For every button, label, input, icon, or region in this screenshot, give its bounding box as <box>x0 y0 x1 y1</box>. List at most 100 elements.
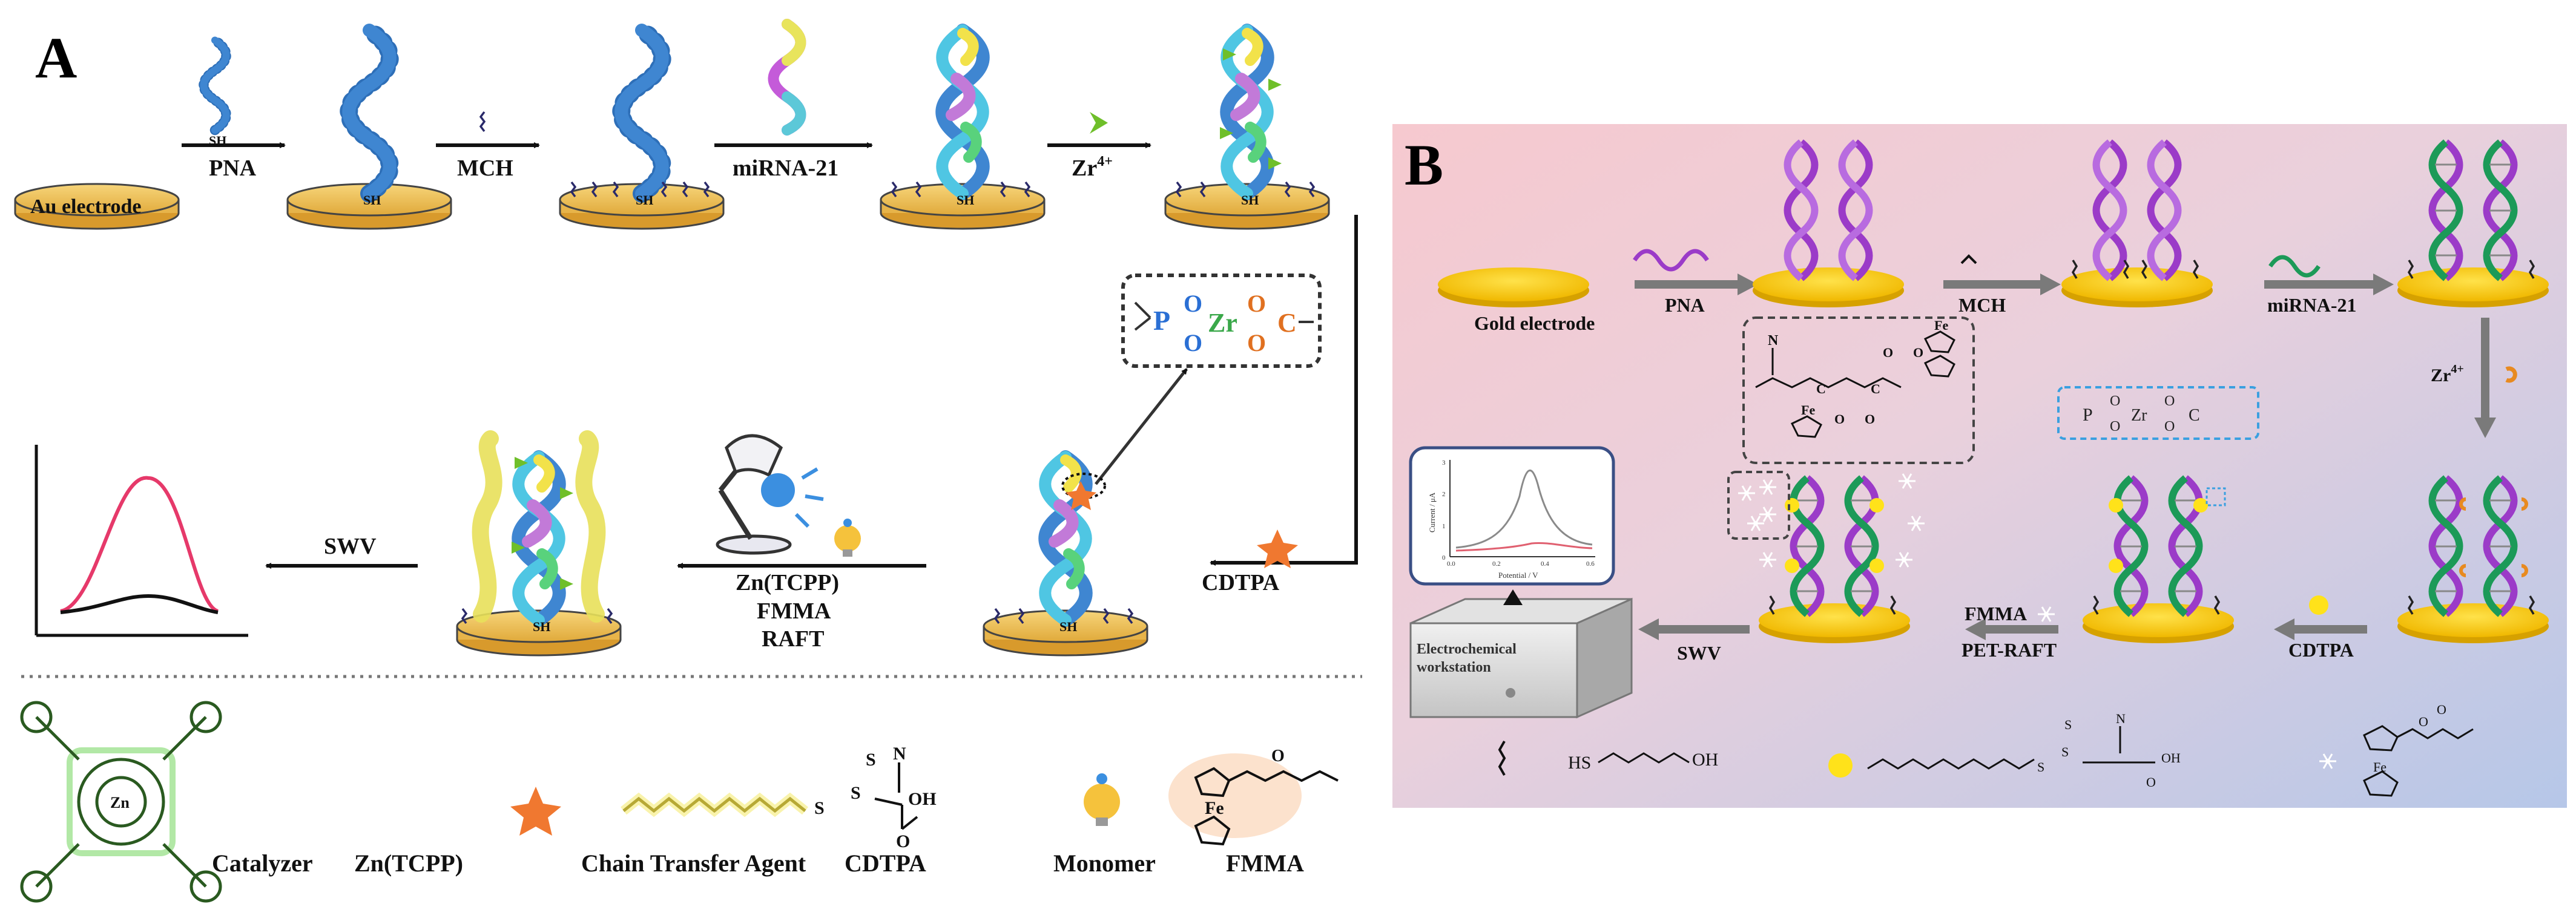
svg-text:O: O <box>1184 290 1202 317</box>
electrode-zr-b <box>2397 478 2549 643</box>
svg-text:N: N <box>1768 333 1779 349</box>
panel-b: B Gold electrode PNA MCH miRNA-21 <box>1392 124 2567 808</box>
svg-text:S: S <box>866 750 876 770</box>
fmma-name: FMMA <box>1226 850 1304 877</box>
step-mch-label: MCH <box>457 156 513 181</box>
svg-text:S: S <box>851 783 861 803</box>
svg-text:C: C <box>1871 381 1880 396</box>
electrode-polymer: SH <box>456 430 622 657</box>
panel-a-letter: A <box>35 25 77 90</box>
svg-text:0.6: 0.6 <box>1586 560 1595 568</box>
mch-legend-icon <box>1498 741 1506 776</box>
svg-text:O: O <box>1247 290 1266 317</box>
step-fmma-b: FMMA <box>1965 603 2027 624</box>
svg-text:O: O <box>2164 393 2175 409</box>
svg-text:O: O <box>2164 419 2175 434</box>
catalyzer-structure: Zn <box>20 701 222 903</box>
workstation-label-1: Electrochemical <box>1417 641 1517 657</box>
svg-text:O: O <box>2419 714 2428 729</box>
svg-text:N: N <box>2116 711 2126 726</box>
step-cdtpa-label: CDTPA <box>1202 570 1280 595</box>
svg-text:Zr: Zr <box>1208 308 1237 338</box>
swv-peak-curve <box>60 476 219 613</box>
inset-xlabel: Potential / V <box>1498 571 1538 580</box>
lamp-icon <box>716 434 824 555</box>
swv-plot <box>35 445 248 637</box>
step-mch-b: MCH <box>1958 294 2006 316</box>
step-mirna-b: miRNA-21 <box>2267 294 2357 316</box>
electrode-mch-b <box>2061 142 2213 307</box>
mch-icon <box>479 111 486 133</box>
svg-text:O: O <box>1913 345 1923 360</box>
fmma-legend-structure: Fe O O <box>2363 702 2474 797</box>
svg-text:S: S <box>814 798 825 818</box>
step-mirna-label: miRNA-21 <box>733 156 838 181</box>
svg-text:C: C <box>1277 308 1297 338</box>
cdtpa-dot-icon <box>2309 595 2328 615</box>
zr-icon-b <box>2505 366 2517 383</box>
svg-text:Zr: Zr <box>2131 406 2147 425</box>
electrode-mch: SH <box>559 30 725 230</box>
monomer-bulb-icon <box>834 519 861 557</box>
polymer-highlight-box <box>1727 471 1790 540</box>
pna-strand-icon <box>203 41 226 131</box>
monomer-legend-icon <box>1084 773 1120 826</box>
svg-text:O: O <box>2437 702 2446 717</box>
inset-curve-gray <box>1455 470 1593 549</box>
panel-b-letter: B <box>1405 133 1443 197</box>
svg-text:Fe: Fe <box>1801 402 1815 418</box>
step-zr-b: Zr4+ <box>2431 362 2464 385</box>
step-znt-label: Zn(TCPP) <box>736 570 839 595</box>
svg-text:OH: OH <box>908 789 937 809</box>
svg-text:Zn: Zn <box>110 794 130 811</box>
svg-text:0.0: 0.0 <box>1447 560 1455 568</box>
au-electrode: Au electrode <box>14 183 180 230</box>
svg-text:SH: SH <box>636 192 653 208</box>
svg-text:S: S <box>2064 717 2072 732</box>
cta-star-icon <box>1257 529 1298 568</box>
fmma-structure: Fe O <box>1168 747 1339 846</box>
svg-text:OH: OH <box>2161 750 2181 765</box>
polymer-structure-box: N C C O O Fe Fe O O <box>1742 316 1975 464</box>
electrode-mirna: SH <box>880 30 1046 230</box>
step-pna-label: PNA <box>209 156 257 181</box>
step-cdtpa-b: CDTPA <box>2288 639 2354 661</box>
electrode-polymer-b <box>1746 473 1926 643</box>
electrochemical-workstation: Electrochemical workstation <box>1409 597 1633 719</box>
svg-text:O: O <box>1184 329 1202 356</box>
step-zr-label: Zr4+ <box>1072 154 1113 181</box>
arrow-cdtpa <box>1210 215 1358 566</box>
inset-curve-red <box>1455 542 1593 552</box>
electrode-cdtpa: SH <box>983 457 1148 657</box>
zr-icon <box>1090 112 1108 134</box>
svg-text:C: C <box>2189 406 2200 425</box>
workstation-pointer-icon <box>1503 589 1523 605</box>
svg-text:O: O <box>896 831 910 851</box>
au-electrode-label: Au electrode <box>30 195 141 218</box>
svg-text:SH: SH <box>533 619 550 634</box>
step-raft-label: RAFT <box>762 626 824 652</box>
svg-text:SH: SH <box>363 192 381 208</box>
svg-text:0: 0 <box>1442 554 1446 562</box>
mch-icon-b <box>1960 254 1977 264</box>
svg-text:O: O <box>2146 775 2156 790</box>
svg-text:SH: SH <box>957 192 974 208</box>
cta-label: Chain Transfer Agent <box>581 850 806 877</box>
cta-name: CDTPA <box>845 850 926 877</box>
svg-text:N: N <box>893 744 906 764</box>
svg-text:SH: SH <box>1241 192 1259 208</box>
svg-text:O: O <box>1247 329 1266 356</box>
step-swv-b: SWV <box>1677 642 1721 664</box>
electrode-zr: SH <box>1164 30 1330 230</box>
svg-text:O: O <box>2110 393 2120 409</box>
pna-icon-b <box>1633 249 1709 272</box>
monomer-label: Monomer <box>1053 850 1156 877</box>
inset-chart: 0 1 2 3 0.0 0.2 0.4 0.6 Potential / V Cu… <box>1409 446 1615 586</box>
zr-complex-box-b: P O O Zr O O C <box>2057 386 2259 440</box>
cta-legend-star-icon <box>510 787 561 836</box>
svg-text:0.2: 0.2 <box>1492 560 1501 568</box>
cdtpa-legend-dot-icon <box>1828 753 1853 778</box>
step-pna-b: PNA <box>1665 294 1705 316</box>
svg-text:O: O <box>1865 411 1875 427</box>
svg-text:S: S <box>2061 744 2069 759</box>
